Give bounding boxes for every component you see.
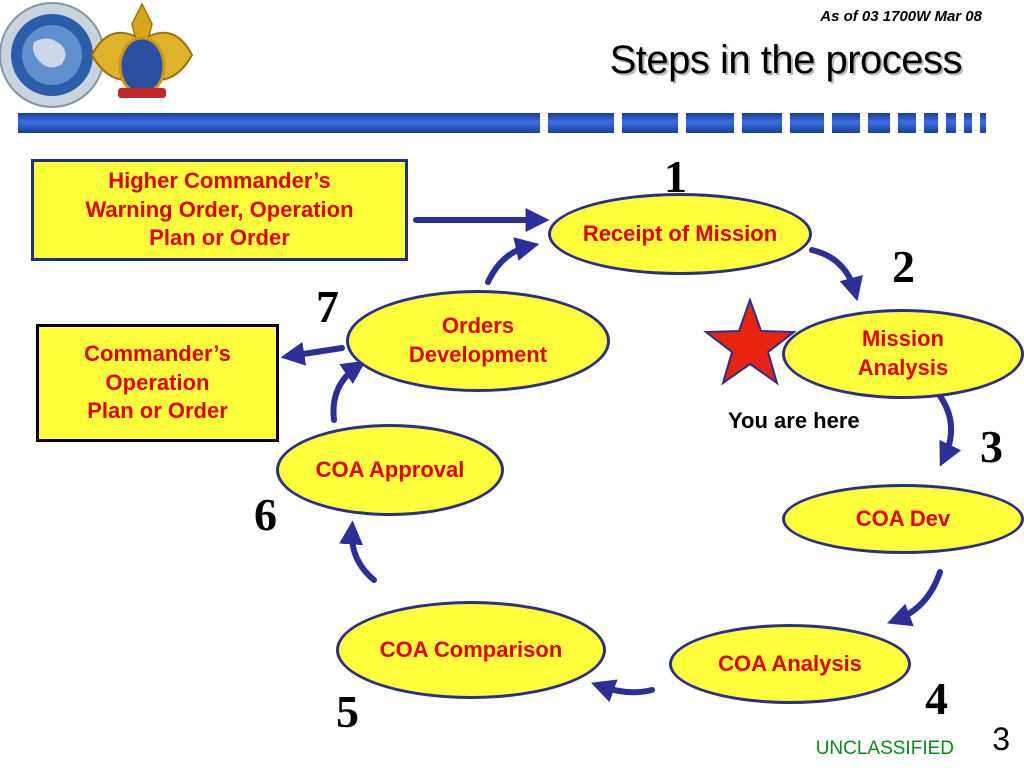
step-mission-analysis: Mission Analysis [782,309,1024,399]
step-orders-development: Orders Development [346,290,610,392]
arrow-4-to-5 [590,679,655,703]
mpat-seal [0,2,105,108]
step-coa-dev: COA Dev [782,484,1024,554]
commander-operation-plan-box: Commander’s Operation Plan or Order [36,324,279,442]
thai-emblem [90,2,194,98]
arrow-2-to-3 [937,393,962,467]
higher-commander-orders-box: Higher Commander’s Warning Order, Operat… [31,159,408,261]
step-coa-analysis: COA Analysis [669,624,911,704]
date-stamp: As of 03 1700W Mar 08 [820,8,982,25]
arrow-3-to-4 [887,569,943,627]
step-receipt-of-mission: Receipt of Mission [548,193,812,275]
arrow-5-to-6 [339,520,377,583]
page-title: Steps in the process [609,38,963,82]
star-icon [703,297,797,386]
mpat-logo [0,0,220,112]
step-number-1: 1 [664,151,687,202]
header-divider-bar [18,113,1018,133]
step-number-2: 2 [892,241,915,292]
step-number-5: 5 [336,686,359,737]
step-coa-comparison: COA Comparison [336,601,606,699]
higher-commander-orders-text: Higher Commander’s Warning Order, Operat… [85,168,354,251]
step-number-3: 3 [980,421,1003,472]
classification-label: UNCLASSIFIED [815,738,954,759]
step-number-4: 4 [925,673,948,724]
page-number: 3 [992,721,1010,757]
step-coa-approval: COA Approval [276,424,504,516]
arrow-6-to-7 [330,360,366,423]
arrow-7-to-1 [485,237,540,285]
step-number-7: 7 [316,281,339,332]
step-number-6: 6 [254,489,277,540]
arrow-1-to-2 [809,247,863,302]
commander-operation-plan-text: Commander’s Operation Plan or Order [84,341,231,424]
you-are-here-label: You are here [728,408,860,433]
arrow-7-to-output [280,341,345,366]
